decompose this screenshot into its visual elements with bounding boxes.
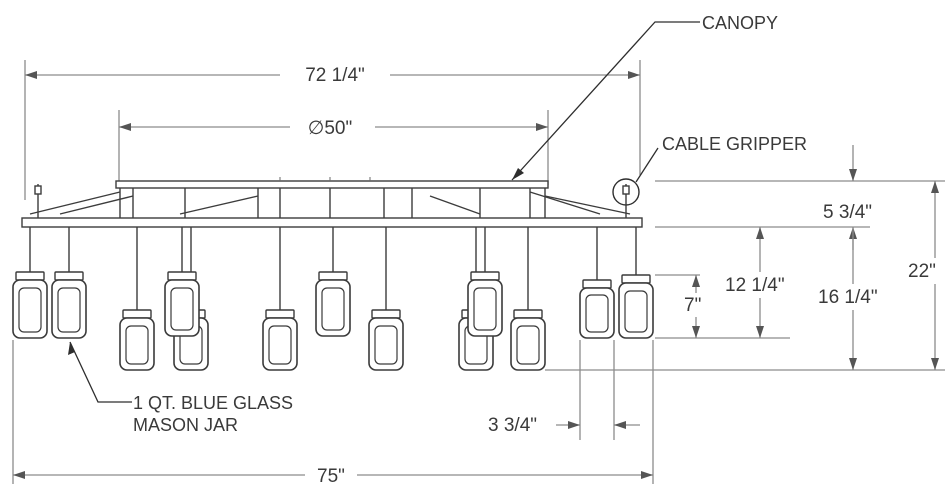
dim-label-3-3-4: 3 3/4" (488, 415, 537, 436)
pendant-10 (467, 227, 503, 337)
pendant-7 (315, 227, 351, 337)
pendant-13 (618, 227, 654, 339)
dim-overall-height: 22" (908, 181, 948, 370)
pendant-8 (368, 227, 404, 371)
canopy-callout: CANOPY (511, 13, 778, 181)
dim-label-7: 7" (684, 295, 701, 316)
jar-label-line-1: 1 QT. BLUE GLASS (133, 393, 293, 413)
pendant-jars (12, 227, 654, 371)
pendant-6 (262, 227, 298, 371)
pendant-12 (579, 227, 615, 339)
dim-label-22: 22" (908, 261, 936, 282)
dim-overall-width: 75" (12, 340, 654, 487)
mason-jar-callout: 1 QT. BLUE GLASS MASON JAR (68, 341, 293, 435)
dim-canopy-diameter: ∅50" (118, 110, 549, 185)
dim-label-5-3-4: 5 3/4" (823, 202, 872, 223)
dim-label-50-diameter: ∅50" (308, 118, 352, 139)
canopy-label: CANOPY (702, 13, 778, 33)
jar-label-line-2: MASON JAR (133, 415, 238, 435)
cable-gripper-callout: CABLE GRIPPER (612, 134, 807, 206)
dim-label-16-1-4: 16 1/4" (818, 287, 878, 308)
dim-drop-long: 16 1/4" (815, 227, 897, 370)
pendant-11 (510, 227, 546, 371)
dim-jar-height: 7" (683, 275, 709, 338)
cable-gripper-label: CABLE GRIPPER (662, 134, 807, 154)
pendant-2 (51, 227, 87, 339)
dim-label-75: 75" (317, 466, 345, 487)
pendant-3 (119, 227, 155, 371)
dim-extension-lines-right (545, 180, 945, 371)
dim-overall-canopy-width: 72 1/4" (24, 60, 641, 200)
pendant-1 (12, 227, 48, 339)
pendant-5 (164, 227, 200, 337)
dim-frame-height: 5 3/4" (823, 145, 872, 250)
dim-label-12-1-4: 12 1/4" (725, 275, 785, 296)
dim-drop-short: 12 1/4" (722, 227, 800, 338)
dim-jar-width: 3 3/4" (488, 340, 640, 440)
chandelier-frame (21, 177, 643, 228)
dim-label-72-1-4: 72 1/4" (305, 65, 365, 86)
